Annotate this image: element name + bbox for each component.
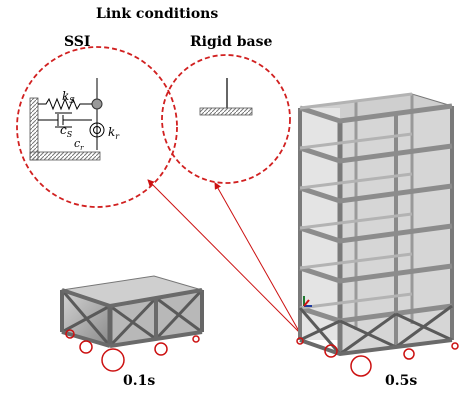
rigid-detail-circle (161, 54, 291, 184)
rigid-base-label: Rigid base (190, 34, 273, 50)
large-structure-model (298, 92, 454, 357)
support-marker (296, 337, 304, 345)
support-marker (154, 342, 168, 356)
arrow-to-ssi (147, 179, 301, 334)
support-marker (101, 348, 125, 372)
support-marker (65, 329, 75, 339)
small-model-time-label: 0.1s (123, 373, 156, 389)
small-structure-model (60, 275, 204, 348)
cr-label: cr (74, 137, 84, 152)
spring-icon (38, 97, 92, 111)
rigid-base-plate (199, 107, 253, 116)
ssi-label: SSI (64, 34, 91, 50)
support-marker (403, 348, 415, 360)
kr-label: kr (108, 125, 120, 141)
figure-title: Link conditions (96, 6, 219, 22)
support-marker (79, 340, 93, 354)
ssi-wall-support (29, 97, 101, 161)
ssi-node (91, 98, 103, 110)
rotational-spring-icon (89, 122, 105, 148)
support-marker (324, 344, 338, 358)
arrow-to-rigid (214, 182, 301, 334)
damper-icon (38, 112, 92, 128)
ks-label: kS (62, 89, 75, 105)
ssi-detail-circle (16, 46, 178, 208)
large-model-time-label: 0.5s (385, 373, 418, 389)
cs-label: cS (60, 123, 73, 139)
support-marker (192, 335, 200, 343)
support-marker (350, 355, 372, 377)
support-marker (451, 342, 459, 350)
